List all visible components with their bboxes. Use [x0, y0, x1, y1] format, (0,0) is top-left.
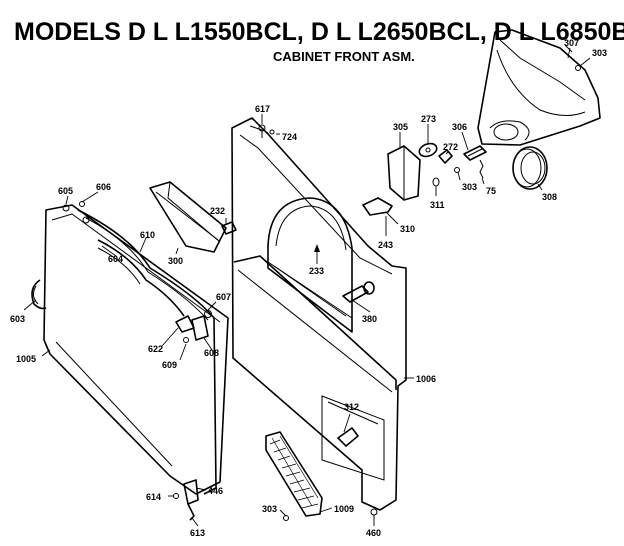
- screw-part-605: [62, 204, 70, 212]
- callout-1005: 1005: [16, 354, 36, 364]
- callout-310: 310: [400, 224, 415, 234]
- clip-part-724: [269, 129, 275, 135]
- callout-724: 724: [282, 132, 297, 142]
- callout-608: 608: [204, 348, 219, 358]
- seal-ring-part-308: [512, 146, 548, 190]
- callout-312: 312: [344, 402, 359, 412]
- callout-303-bottom: 303: [262, 504, 277, 514]
- callout-610: 610: [140, 230, 155, 240]
- callout-labels: 617 724 305 273 306 272 307 303 303 75 3…: [10, 38, 607, 538]
- callout-272: 272: [443, 142, 458, 152]
- callout-617: 617: [255, 104, 270, 114]
- callout-1006: 1006: [416, 374, 436, 384]
- arrow-part-233: [314, 244, 320, 264]
- switch-part-273: [418, 142, 438, 158]
- callout-380: 380: [362, 314, 377, 324]
- callout-233: 233: [309, 266, 324, 276]
- diagram-subtitle: CABINET FRONT ASM.: [273, 49, 415, 64]
- screw-part-614: [173, 493, 179, 499]
- callout-605: 605: [58, 186, 73, 196]
- callout-306: 306: [452, 122, 467, 132]
- callout-243: 243: [378, 240, 393, 250]
- hinge-bracket-part-446: [183, 479, 199, 505]
- callout-446: 446: [208, 486, 223, 496]
- hinge-pin-part-613: [187, 503, 195, 521]
- callout-622: 622: [148, 344, 163, 354]
- callout-460: 460: [366, 528, 381, 538]
- diagram-title: MODELS D L L1550BCL, D L L2650BCL, D L L…: [14, 18, 624, 46]
- callout-606: 606: [96, 182, 111, 192]
- leader-lines: [23, 47, 591, 527]
- callout-614: 614: [146, 492, 161, 502]
- screw-part-460: [370, 508, 378, 520]
- clip-part-617: [258, 124, 266, 132]
- door-liner-part-610: [77, 209, 217, 495]
- callout-300: 300: [168, 256, 183, 266]
- cabinet-front-panel-part-1006: [231, 117, 407, 511]
- callout-1009: 1009: [334, 504, 354, 514]
- door-handle-part-300: [149, 181, 227, 253]
- callout-303-mid: 303: [462, 182, 477, 192]
- callout-308: 308: [542, 192, 557, 202]
- screw-part-606: [79, 201, 85, 207]
- hinge-part-603: [31, 279, 47, 310]
- callout-607: 607: [216, 292, 231, 302]
- clip-part-311: [432, 177, 440, 187]
- callout-273: 273: [421, 114, 436, 124]
- vent-grille-part-1009: [265, 431, 323, 517]
- screw-part-303-b: [283, 515, 289, 521]
- clip-part-306: [463, 145, 487, 161]
- callout-603: 603: [10, 314, 25, 324]
- callout-609: 609: [162, 360, 177, 370]
- striker-part-622: [175, 315, 195, 333]
- screw-part-609: [183, 337, 189, 343]
- clip-part-232: [221, 221, 237, 235]
- screw-part-303-a: [454, 167, 460, 173]
- callout-307: 307: [564, 38, 579, 48]
- bracket-part-310: [362, 197, 393, 216]
- callout-311: 311: [430, 200, 445, 210]
- callout-305: 305: [393, 122, 408, 132]
- callout-303-top: 303: [592, 48, 607, 58]
- lint-duct-part-307: [477, 29, 601, 146]
- callout-75: 75: [486, 186, 496, 196]
- door-outer-panel-part-1005: [43, 204, 229, 495]
- spring-part-75: [479, 159, 484, 179]
- latch-part-607: [204, 310, 212, 318]
- callout-604: 604: [108, 254, 123, 264]
- bracket-part-272: [438, 149, 453, 164]
- control-cover-part-305: [387, 145, 421, 201]
- callout-613: 613: [190, 528, 205, 538]
- callout-232: 232: [210, 206, 225, 216]
- bracket-part-608: [191, 315, 209, 341]
